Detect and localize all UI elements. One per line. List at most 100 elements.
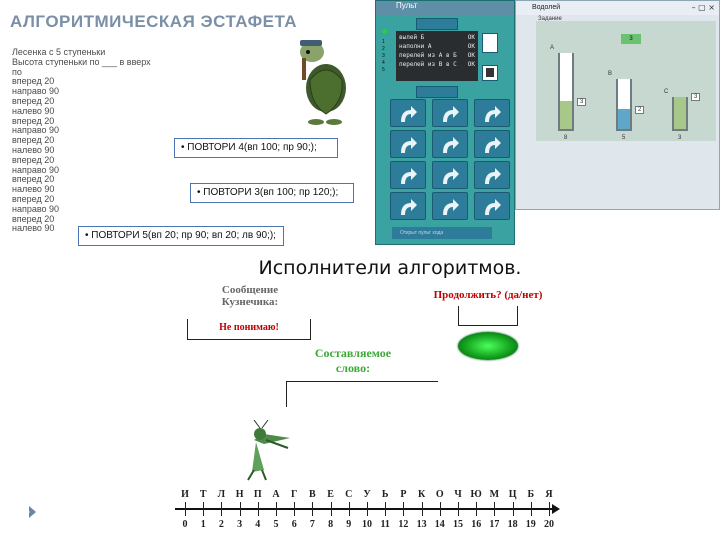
algorithm-line: направо 90 [12, 86, 60, 97]
number-line-tick [403, 502, 405, 516]
number-line-tick [458, 502, 459, 516]
command-text: перелей из В в С [399, 61, 457, 68]
algorithm-line: вперед 20 [12, 96, 55, 106]
command-text: вылей Б [399, 34, 425, 41]
pult-top-button[interactable] [416, 18, 458, 30]
bullet-arrow-icon [26, 506, 36, 518]
step-number: 2 [382, 46, 385, 52]
number-line-letter: Е [327, 489, 334, 500]
algorithm-line: налево 90 [12, 105, 55, 116]
continue-input[interactable] [458, 306, 518, 326]
number-line-letter: А [272, 489, 280, 500]
water-level [618, 109, 630, 129]
number-line-tick [439, 502, 441, 516]
vessel-c[interactable] [672, 97, 688, 131]
number-line-tick [185, 502, 186, 516]
number-line-number: 1 [200, 519, 206, 530]
number-line-number: 4 [255, 519, 261, 530]
vessel-a[interactable] [558, 53, 574, 131]
number-line-number: 0 [182, 519, 188, 530]
number-line-number: 8 [328, 519, 334, 530]
vessel-b-empty-button[interactable] [432, 130, 468, 158]
algorithm-line: по [12, 66, 22, 77]
pult-titlebar: Пульт [376, 1, 514, 15]
vessel-a-empty-button[interactable] [390, 130, 426, 158]
number-line-letter: Т [199, 489, 207, 500]
step-number: 1 [382, 39, 385, 45]
pult-down-button[interactable] [416, 86, 458, 98]
pour-icon [401, 106, 417, 122]
number-line-tick [494, 502, 496, 516]
number-line-tick [239, 502, 241, 516]
number-line-letter: Л [217, 489, 226, 500]
pour-icon [485, 137, 501, 153]
pour-icon [401, 137, 417, 153]
word-output-field [286, 381, 438, 407]
number-line-tick [348, 502, 350, 516]
water-level [674, 97, 686, 129]
number-line-tick [512, 502, 514, 516]
pour-icon [443, 106, 459, 122]
algorithm-line: направо 90 [12, 203, 60, 214]
pour-c-b-button[interactable] [474, 192, 510, 220]
number-line-letter: Н [235, 489, 244, 500]
number-line-letter: Ю [470, 489, 482, 500]
vessel-b[interactable] [616, 79, 632, 131]
number-line-number: 18 [507, 519, 518, 530]
command-text: наполни А [399, 43, 432, 50]
grasshopper-icon [247, 420, 290, 481]
vodoley-titlebar: Водолей [516, 1, 719, 15]
command-status: OK [467, 61, 475, 68]
vessel-amount: 3 [691, 93, 701, 101]
number-line-number: 11 [380, 519, 390, 530]
number-line-letter: М [489, 489, 500, 500]
vessel-c-fill-button[interactable] [474, 99, 510, 127]
pour-icon [485, 106, 501, 122]
pour-b-a-button[interactable] [474, 161, 510, 189]
number-line-tick [312, 502, 314, 516]
algorithm-line: Высота ступеньки по ___ в вверх [12, 56, 151, 67]
vessel-name: C [664, 89, 669, 95]
pult-side-button-1[interactable] [482, 33, 498, 53]
step-number: 3 [382, 53, 385, 59]
number-line-number: 9 [346, 519, 352, 530]
vodoley-menu[interactable]: Задание [538, 16, 562, 22]
algorithm-relay-title: АЛГОРИТМИЧЕСКАЯ ЭСТАФЕТА [10, 12, 298, 31]
pour-a-b-button[interactable] [390, 161, 426, 189]
vessel-c-empty-button[interactable] [474, 130, 510, 158]
algorithm-line: вперед 20 [12, 154, 55, 165]
number-line-letter: Ц [508, 489, 517, 500]
vessel-capacity: 5 [622, 135, 626, 141]
slide-caption: Исполнители алгоритмов. [258, 257, 522, 279]
number-line-tick [330, 502, 332, 516]
vessel-capacity: 3 [678, 135, 682, 141]
pult-side-button-2[interactable] [482, 65, 498, 81]
step-number: 4 [382, 60, 385, 66]
number-line-number: 16 [471, 519, 482, 530]
continue-label: Продолжить? (да/нет) [433, 289, 543, 301]
algorithm-line: налево 90 [12, 145, 55, 155]
number-line-letter: В [309, 489, 316, 500]
vessel-a-fill-button[interactable] [390, 99, 426, 127]
pour-a-c-button[interactable] [432, 161, 468, 189]
vessel-amount: 2 [635, 106, 645, 115]
repeat-command-2: • ПОВТОРИ 3(вп 100; пр 120;); [190, 183, 354, 203]
number-line-tick [476, 502, 478, 516]
number-line-tick [257, 502, 259, 516]
number-line-number: 19 [525, 519, 536, 530]
message-label: Сообщение Кузнечика: [221, 284, 279, 308]
turtle-icon [300, 40, 346, 125]
vessel-b-fill-button[interactable] [432, 99, 468, 127]
algorithm-line: налево 90 [12, 223, 55, 234]
pour-b-c-button[interactable] [390, 192, 426, 220]
pour-c-a-button[interactable] [432, 192, 468, 220]
number-line-letter: П [253, 489, 262, 500]
number-line-number: 20 [544, 519, 554, 530]
pult-screen-row: перелей из В в С OK [399, 60, 475, 69]
go-indicator-button[interactable] [458, 332, 518, 360]
